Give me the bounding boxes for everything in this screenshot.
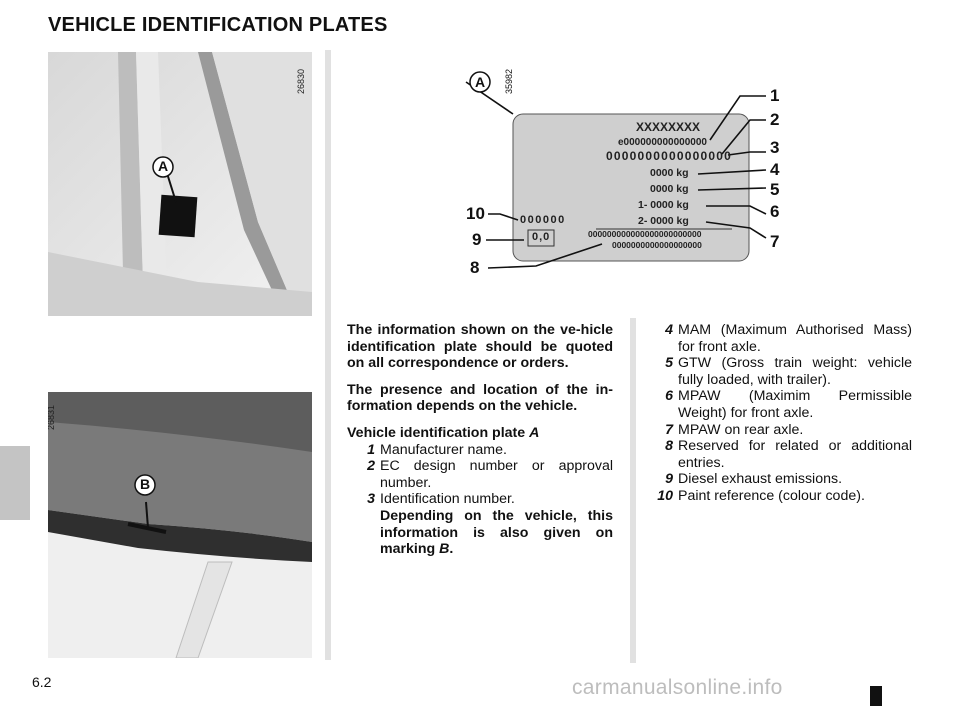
plate-paint: 000000 [520, 214, 566, 226]
diagram-code: 35982 [504, 68, 514, 94]
photo-label-a: A [157, 158, 169, 174]
tailgate-photo: 26831 B [48, 392, 312, 658]
plate-manufacturer: XXXXXXXX [636, 120, 701, 134]
page-title: VEHICLE IDENTIFICATION PLATES [48, 14, 388, 36]
callout-5: 5 [770, 180, 780, 199]
plate-gtw: 0000 kg [650, 183, 689, 195]
photo-label-b: B [139, 476, 151, 492]
callout-7: 7 [770, 232, 780, 251]
door-pillar-photo: 26830 A [48, 52, 312, 316]
plate-rear-axle: 2- 0000 kg [638, 215, 689, 227]
column-divider-right [630, 318, 636, 663]
plate-emission: 0,0 [532, 231, 551, 243]
callout-8: 8 [470, 258, 480, 277]
callout-10: 10 [466, 204, 485, 223]
intro-paragraph-1: The information shown on the ve-hicle id… [347, 322, 613, 372]
text-column-left: The information shown on the ve-hicle id… [347, 322, 613, 558]
callout-1: 1 [770, 86, 780, 105]
plate-reserved-2: 0000000000000000000 [612, 240, 702, 250]
column-divider [325, 50, 331, 660]
callout-9: 9 [472, 230, 482, 249]
callout-a-icon [152, 156, 174, 178]
callout-b-icon [134, 474, 156, 496]
plate-heading: Vehicle identification plate A [347, 424, 540, 441]
page-number: 6.2 [32, 674, 52, 690]
plate-vin: 0000000000000000 [606, 149, 732, 163]
watermark-mark [870, 686, 882, 706]
photo-code-bottom: 26831 [48, 404, 56, 430]
intro-paragraph-2: The presence and location of the in-form… [347, 381, 613, 415]
diagram-label-a: A [474, 74, 486, 90]
callout-6: 6 [770, 202, 780, 221]
plate-diagram: 35982 A XXXXXXXX e000000000000000 000000… [440, 52, 800, 292]
plate-heading-ref: A [529, 424, 540, 441]
plate-front-axle: 1- 0000 kg [638, 199, 689, 211]
callout-2: 2 [770, 110, 780, 129]
section-tab [0, 446, 30, 520]
callout-3: 3 [770, 138, 780, 157]
photo-code-top: 26830 [296, 68, 306, 94]
marking-note: Depending on the vehicle, this informati… [380, 507, 613, 558]
plate-mam: 0000 kg [650, 167, 689, 179]
watermark: carmanualsonline.info [572, 676, 783, 699]
plate-approval: e000000000000000 [618, 137, 707, 148]
plate-reserved-1: 000000000000000000000000 [588, 229, 702, 239]
callout-4: 4 [770, 160, 780, 179]
